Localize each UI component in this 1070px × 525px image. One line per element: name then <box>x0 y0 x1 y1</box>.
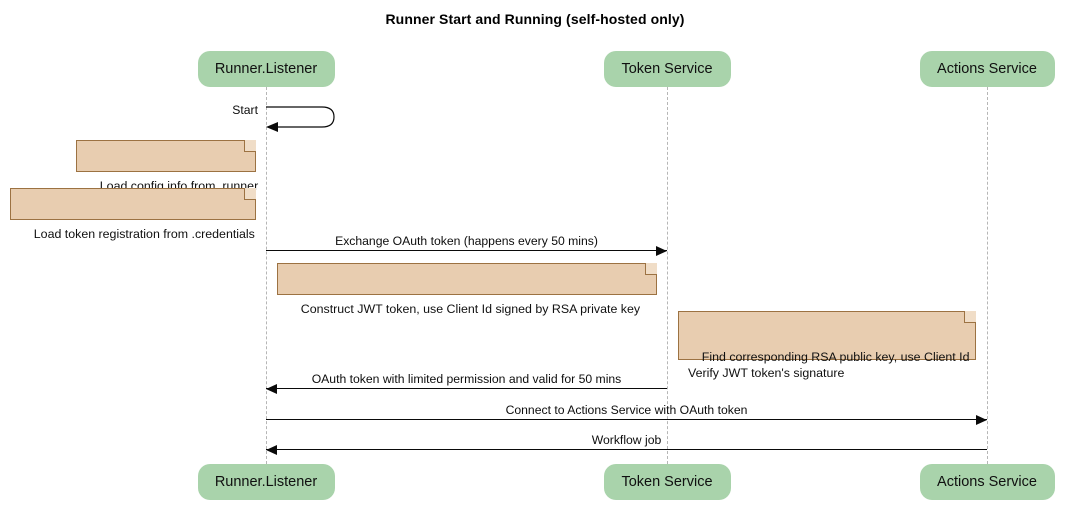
participant-label: Actions Service <box>937 61 1037 77</box>
note-fold-corner <box>964 311 976 323</box>
note-construct-jwt: Construct JWT token, use Client Id signe… <box>277 263 657 316</box>
arrowhead-right <box>656 245 667 256</box>
note-text: Load token registration from .credential… <box>33 227 255 241</box>
arrowhead-left <box>266 444 277 455</box>
note-fold-corner <box>244 188 256 200</box>
message-self-start <box>266 103 346 135</box>
message-label-workflow-job: Workflow job <box>591 433 662 447</box>
participant-runner-bottom[interactable]: Runner.Listener <box>197 464 335 500</box>
lifeline-actions <box>987 87 988 464</box>
participant-label: Actions Service <box>937 474 1037 490</box>
participant-label: Runner.Listener <box>214 474 318 490</box>
note-text: Find corresponding RSA public key, use C… <box>688 350 970 380</box>
participant-token-top[interactable]: Token Service <box>603 51 731 87</box>
message-line-workflow-job <box>266 449 987 450</box>
participant-label: Token Service <box>621 474 713 490</box>
page-title: Runner Start and Running (self-hosted on… <box>385 11 685 27</box>
note-verify-jwt: Find corresponding RSA public key, use C… <box>678 311 976 380</box>
note-fold-corner <box>645 263 657 275</box>
message-label-exchange-oauth-token: Exchange OAuth token (happens every 50 m… <box>335 234 598 248</box>
message-label-oauth-token-response: OAuth token with limited permission and … <box>311 372 622 386</box>
note-load-token-registration: Load token registration from .credential… <box>10 188 256 241</box>
participant-actions-top[interactable]: Actions Service <box>919 51 1055 87</box>
participant-label: Token Service <box>621 61 713 77</box>
lifeline-runner <box>266 87 267 464</box>
message-line-exchange-oauth-token <box>266 250 667 251</box>
participant-token-bottom[interactable]: Token Service <box>603 464 731 500</box>
lifeline-token <box>667 87 668 464</box>
note-text: Construct JWT token, use Client Id signe… <box>300 302 641 316</box>
participant-runner-top[interactable]: Runner.Listener <box>197 51 335 87</box>
message-line-connect-to-actions-service <box>266 419 987 420</box>
arrowhead-left <box>266 383 277 394</box>
note-fold-corner <box>244 140 256 152</box>
note-load-config: Load config info from .runner <box>76 140 258 193</box>
participant-label: Runner.Listener <box>214 61 318 77</box>
message-label-connect-to-actions-service: Connect to Actions Service with OAuth to… <box>505 403 748 417</box>
participant-actions-bottom[interactable]: Actions Service <box>919 464 1055 500</box>
message-line-oauth-token-response <box>266 388 667 389</box>
arrowhead-right <box>976 414 987 425</box>
message-label-start: Start <box>232 103 258 117</box>
